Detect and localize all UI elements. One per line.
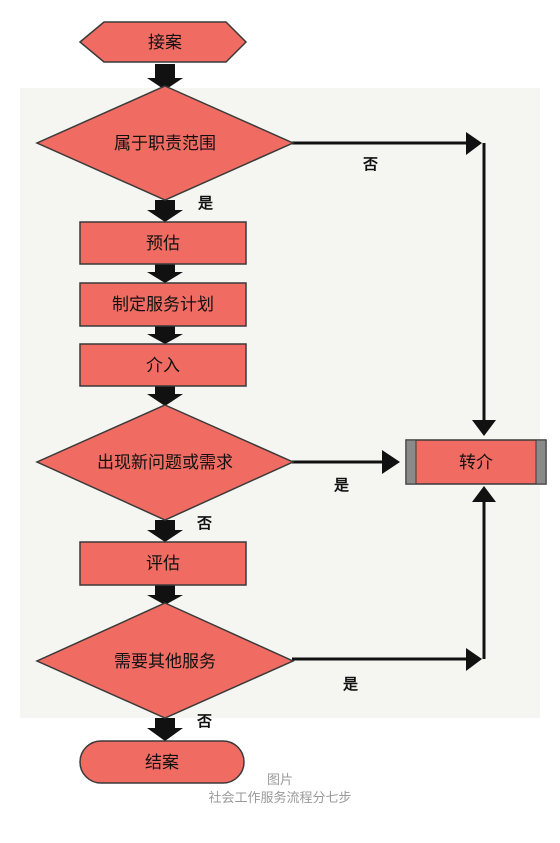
arrow-head — [147, 210, 183, 222]
main-flow-arrows — [147, 64, 183, 741]
diamond-shape — [35, 404, 295, 521]
node-label: 介入 — [146, 356, 180, 376]
edge-label-no: 否 — [196, 514, 212, 532]
node-label: 结案 — [145, 753, 179, 773]
arrow-head-right — [382, 450, 400, 474]
referral-connectors — [292, 141, 486, 661]
arrow-head-up — [472, 486, 496, 502]
caption-line-1: 图片 — [266, 773, 293, 788]
node-yu-gu: 预估 — [79, 221, 247, 265]
node-label: 预估 — [146, 234, 180, 254]
node-xin-wen-ti: 出现新问题或需求 — [35, 404, 295, 521]
arrow-head-right — [466, 132, 482, 155]
arrow-head — [147, 728, 183, 741]
process-box — [79, 343, 247, 387]
diamond-shape — [35, 602, 295, 719]
process-box — [79, 282, 247, 327]
node-label: 接案 — [148, 33, 182, 53]
box-side-bar-right — [535, 439, 547, 485]
caption-line-2: 社会工作服务流程分七步 — [208, 791, 352, 806]
node-qi-ta-fu-wu: 需要其他服务 — [35, 602, 295, 719]
process-box — [79, 541, 247, 586]
node-label: 评估 — [146, 554, 180, 574]
node-jie-ru: 介入 — [79, 343, 247, 387]
arrow-shaft — [155, 326, 175, 336]
arrow-head — [147, 334, 183, 344]
arrow-shaft — [155, 585, 175, 597]
diamond-shape — [35, 85, 295, 201]
arrow-head-right — [466, 648, 482, 671]
terminator-shape — [79, 740, 245, 784]
arrow-shaft — [155, 264, 175, 274]
node-jie-an: 接案 — [78, 21, 248, 63]
diagram-panel — [20, 88, 540, 718]
node-zhuan-jie: 转介 — [405, 439, 547, 485]
arrow-shaft — [155, 520, 175, 532]
node-jie-an-end: 结案 — [79, 740, 245, 784]
process-box — [79, 221, 247, 265]
arrow-head — [147, 272, 183, 283]
edge-label-yes: 是 — [342, 675, 359, 693]
edge-label-yes: 是 — [333, 476, 350, 494]
edge-label-no: 否 — [196, 712, 212, 730]
node-zhi-ze: 属于职责范围 — [35, 85, 295, 201]
node-label: 属于职责范围 — [114, 134, 216, 154]
arrow-head — [147, 78, 183, 90]
arrow-head — [147, 530, 183, 542]
node-ping-gu: 评估 — [79, 541, 247, 586]
edge-label-yes: 是 — [197, 194, 214, 212]
figure-caption: 图片 社会工作服务流程分七步 — [0, 772, 560, 808]
arrow-shaft — [155, 64, 175, 80]
node-label: 出现新问题或需求 — [97, 453, 233, 473]
referral-arrowheads — [382, 132, 496, 671]
edge-label-no: 否 — [362, 155, 378, 173]
arrow-shaft — [155, 718, 175, 730]
node-label: 制定服务计划 — [112, 295, 214, 315]
node-label: 转介 — [459, 453, 493, 473]
arrow-head — [147, 595, 183, 605]
arrow-head-down — [472, 420, 496, 436]
arrow-head — [147, 394, 183, 406]
hexagon-shape — [78, 21, 248, 63]
node-label: 需要其他服务 — [114, 652, 216, 672]
box-side-bar-left — [405, 439, 417, 485]
node-ji-hua: 制定服务计划 — [79, 282, 247, 327]
arrow-shaft — [155, 386, 175, 396]
